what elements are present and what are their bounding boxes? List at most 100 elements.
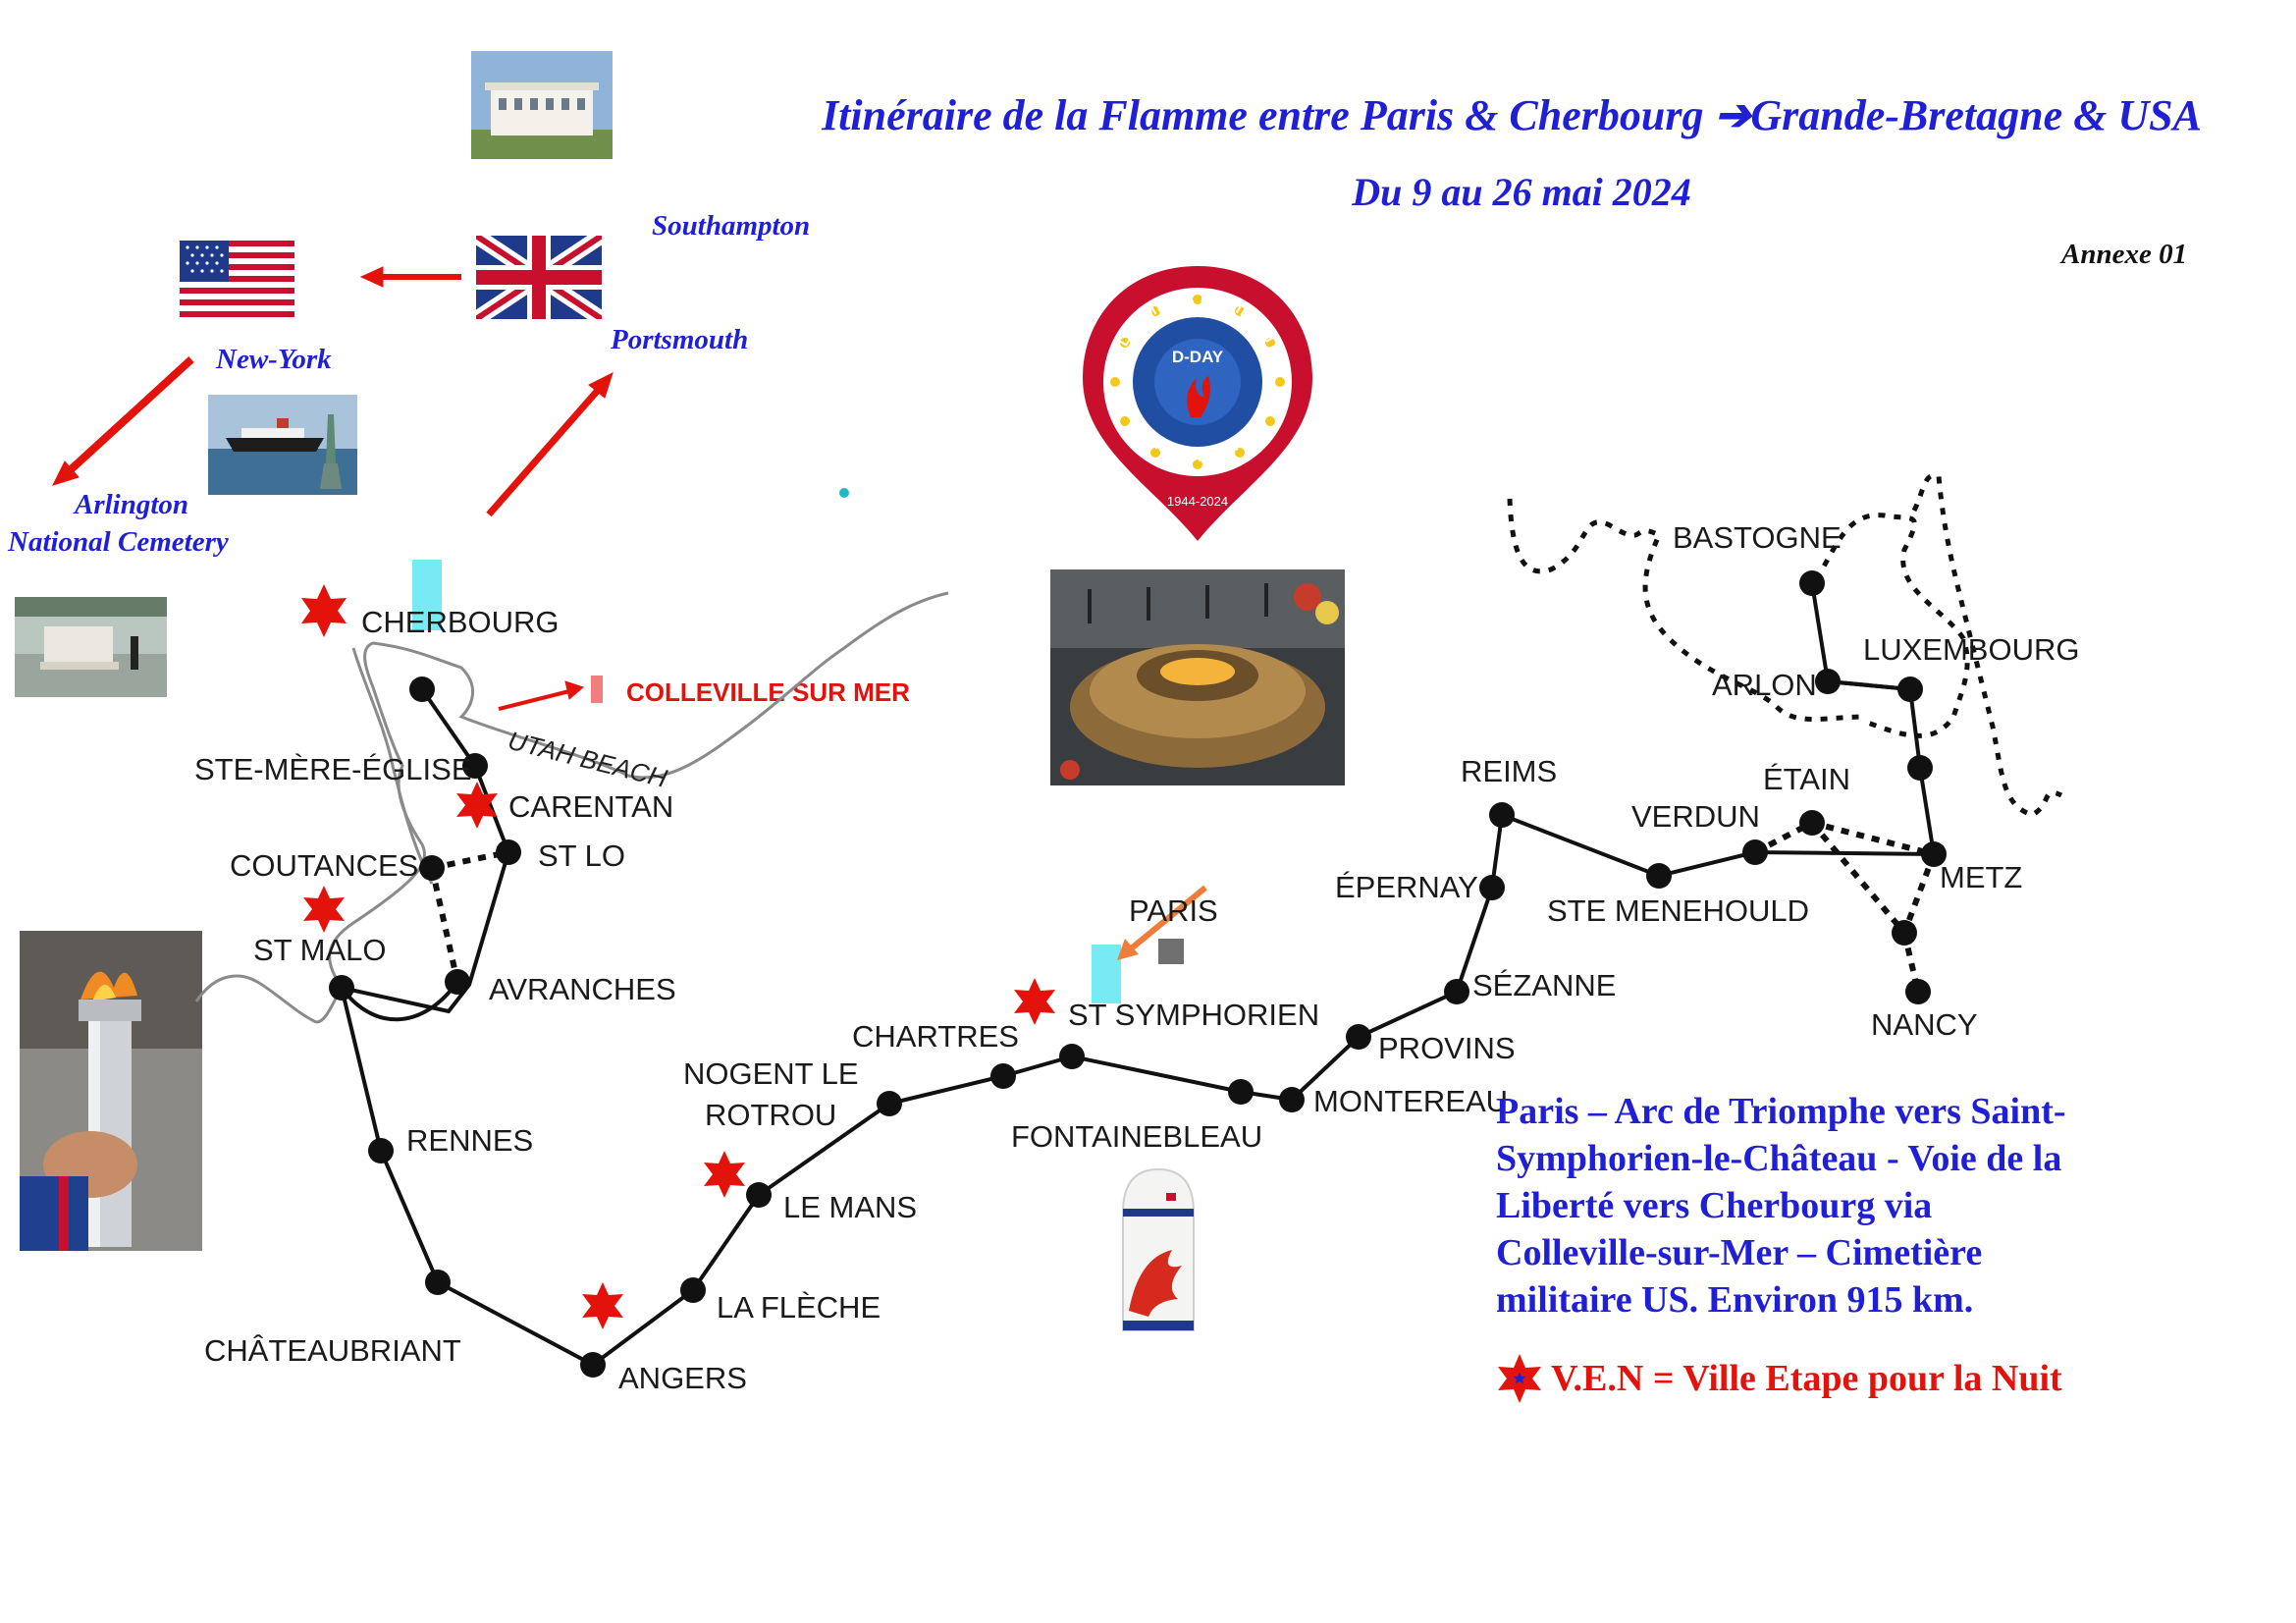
emblem-center-text: D-DAY — [1172, 348, 1224, 366]
paris-arrow — [1127, 885, 1207, 953]
label-montereau: MONTEREAU — [1313, 1084, 1508, 1118]
map-dates: Du 9 au 26 mai 2024 — [1352, 170, 1691, 214]
label-chartres: CHARTRES — [852, 1019, 1019, 1054]
city-dot — [1279, 1087, 1305, 1112]
city-dot — [1799, 810, 1825, 836]
star-cherbourg — [301, 584, 347, 637]
label-epernay: ÉPERNAY — [1335, 870, 1478, 904]
city-dot — [462, 753, 488, 779]
colleville-marker — [591, 676, 603, 703]
label-national-cemetery: National Cemetery — [8, 526, 229, 558]
house-photo — [471, 51, 613, 159]
city-dot — [329, 975, 354, 1001]
paris-marker — [1158, 939, 1184, 964]
description-line: militaire US. Environ 915 km. — [1496, 1279, 1974, 1321]
city-dot — [368, 1138, 394, 1163]
label-angers: ANGERS — [618, 1361, 747, 1395]
map-title: Itinéraire de la Flamme entre Paris & Ch… — [822, 91, 2202, 139]
star-icon — [1498, 1354, 1541, 1403]
usa-flag-icon — [180, 241, 294, 317]
city-dot — [680, 1277, 706, 1303]
city-dot — [1892, 920, 1917, 946]
city-dot — [445, 969, 470, 995]
description-line: Liberté vers Cherbourg via — [1496, 1185, 1933, 1226]
ship-photo — [208, 395, 357, 495]
cherbourg-highlight — [412, 560, 442, 630]
star-st-malo — [303, 886, 345, 933]
city-dot — [1646, 863, 1672, 889]
paris-arrow-head — [1117, 939, 1139, 960]
star-st-symphorien — [1014, 978, 1055, 1025]
label-bastogne: BASTOGNE — [1673, 520, 1842, 555]
city-dot — [1921, 841, 1947, 867]
city-dot — [1479, 875, 1505, 900]
route-description: Paris – Arc de Triomphe vers Saint- Symp… — [1496, 1088, 2124, 1324]
city-dot — [746, 1182, 772, 1208]
label-le-mans: LE MANS — [783, 1190, 917, 1224]
uk-flag-icon — [476, 236, 602, 319]
description-line: Colleville-sur-Mer – Cimetière — [1496, 1232, 1983, 1273]
label-st-malo: ST MALO — [253, 933, 387, 967]
coastline — [194, 591, 949, 1024]
city-dot — [425, 1270, 451, 1295]
label-rennes: RENNES — [406, 1123, 533, 1158]
city-dot — [990, 1063, 1016, 1089]
label-cherbourg: CHERBOURG — [361, 605, 560, 639]
label-metz: METZ — [1940, 860, 2022, 894]
st-symphorien-highlight — [1092, 945, 1121, 1003]
city-dot — [1815, 669, 1841, 694]
memorial-photo — [15, 597, 167, 697]
label-southampton: Southampton — [652, 210, 811, 242]
city-dots — [329, 570, 1947, 1378]
city-dot — [419, 855, 445, 881]
label-nogent-1: NOGENT LE — [683, 1056, 859, 1091]
cyan-dot — [839, 488, 849, 498]
city-dot — [877, 1091, 902, 1116]
peninsula-outline — [351, 647, 434, 885]
description-line: Symphorien-le-Château - Voie de la — [1496, 1138, 2062, 1179]
label-coutances: COUTANCES — [230, 848, 418, 883]
label-arlington: Arlington — [75, 489, 189, 520]
label-colleville: COLLEVILLE SUR MER — [626, 677, 910, 707]
city-dot — [1059, 1044, 1085, 1069]
label-paris: PARIS — [1129, 893, 1218, 928]
label-avranches: AVRANCHES — [489, 972, 676, 1006]
annex-label: Annexe 01 — [2061, 239, 2188, 270]
liberty-milestone-photo — [1109, 1163, 1207, 1340]
label-provins: PROVINS — [1378, 1031, 1516, 1065]
label-arlon: ARLON — [1712, 668, 1817, 702]
star-carentan — [456, 782, 498, 829]
city-dot — [409, 676, 435, 702]
label-carentan: CARENTAN — [508, 789, 673, 824]
label-nogent-2: ROTROU — [705, 1098, 836, 1132]
label-ste-mere-eglise: STE-MÈRE-ÉGLISE — [194, 752, 472, 786]
label-sezanne: SÉZANNE — [1472, 968, 1616, 1002]
label-reims: REIMS — [1461, 754, 1557, 788]
city-dot — [1228, 1079, 1254, 1105]
overseas-arrows — [52, 266, 614, 711]
label-etain: ÉTAIN — [1763, 762, 1850, 796]
city-dot — [1444, 979, 1469, 1004]
label-chateaubriant: CHÂTEAUBRIANT — [204, 1333, 461, 1368]
description-line: Paris – Arc de Triomphe vers Saint- — [1496, 1091, 2066, 1132]
star-angers — [582, 1282, 623, 1329]
legend: V.E.N = Ville Etape pour la Nuit — [1494, 1353, 2062, 1404]
city-dot — [580, 1352, 606, 1378]
city-dot — [1907, 755, 1933, 781]
city-dot — [1742, 839, 1768, 865]
label-luxembourg: LUXEMBOURG — [1863, 632, 2079, 667]
star-le-mans — [704, 1151, 745, 1198]
label-portsmouth: Portsmouth — [611, 324, 749, 355]
city-dot — [1905, 979, 1931, 1004]
label-fontainebleau: FONTAINEBLEAU — [1011, 1119, 1262, 1154]
city-labels: CHERBOURG STE-MÈRE-ÉGLISE CARENTAN COUTA… — [194, 520, 2079, 1395]
torch-photo — [20, 931, 202, 1251]
city-dot — [1799, 570, 1825, 596]
label-nancy: NANCY — [1871, 1007, 1978, 1042]
legend-label: V.E.N = Ville Etape pour la Nuit — [1551, 1358, 2062, 1399]
label-utah-beach: UTAH BEACH — [506, 726, 670, 793]
city-dot — [1489, 802, 1515, 828]
label-new-york: New-York — [216, 344, 332, 375]
city-dot — [496, 839, 521, 865]
